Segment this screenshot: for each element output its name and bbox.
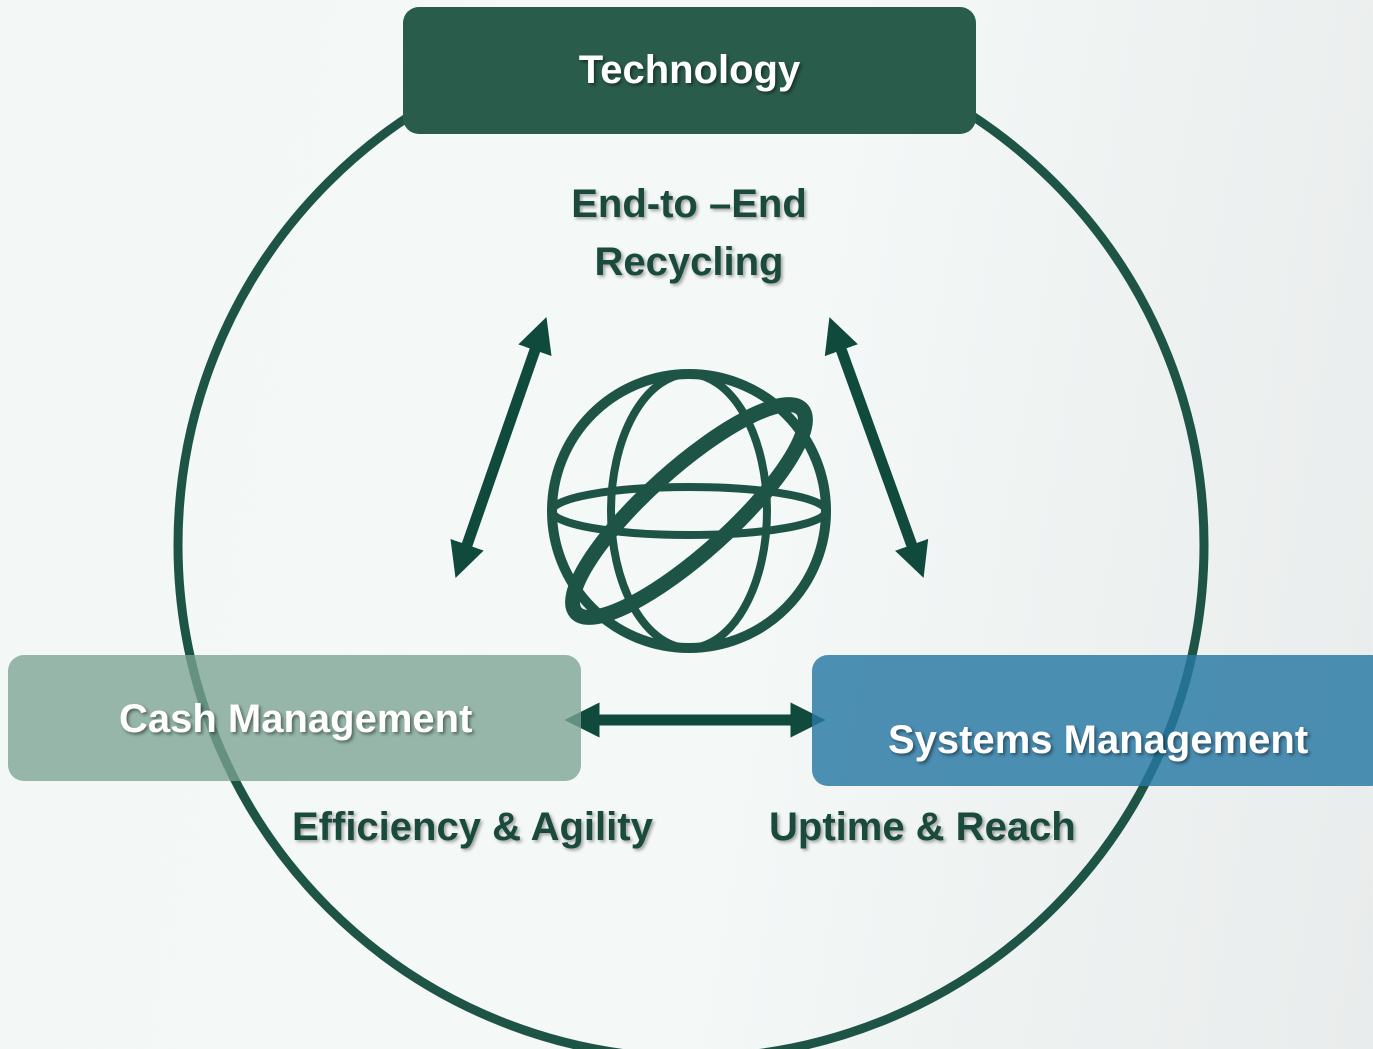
end-to-end-line1: End-to –End — [571, 182, 807, 226]
uptime-reach-label: Uptime & Reach — [769, 805, 1076, 849]
arrow-left-diagonal — [450, 317, 552, 578]
end-to-end-line2: Recycling — [594, 240, 784, 284]
systems-management-label: Systems Management — [888, 718, 1309, 762]
technology-label: Technology — [578, 48, 801, 92]
arrow-right-diagonal — [824, 317, 929, 578]
systems-management-box: Systems Management — [812, 655, 1373, 786]
end-to-end-recycling-label: End-to –End Recycling — [539, 175, 839, 291]
cash-management-label: Cash Management — [119, 696, 473, 741]
globe-icon — [547, 369, 831, 653]
cash-management-box: Cash Management — [8, 655, 581, 781]
technology-box: Technology — [403, 7, 976, 134]
efficiency-agility-label: Efficiency & Agility — [292, 805, 653, 849]
